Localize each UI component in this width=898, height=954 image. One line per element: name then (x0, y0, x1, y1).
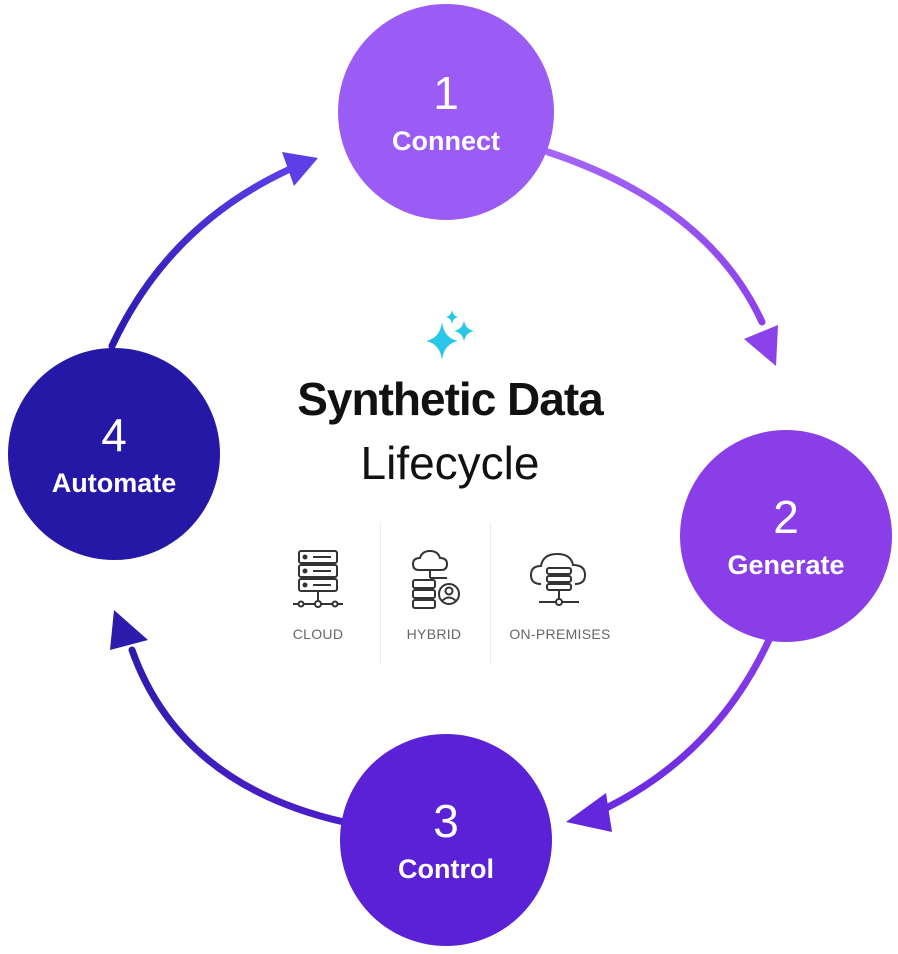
step-label: Automate (51, 467, 177, 498)
step-automate: 4 Automate (8, 348, 220, 560)
step-generate: 2 Generate (680, 430, 892, 642)
arrowhead-automate (110, 610, 148, 650)
sparkle-icon (426, 310, 474, 360)
arrowhead-control (566, 793, 612, 832)
arrow-automate-to-connect (108, 166, 292, 350)
step-connect: 1 Connect (338, 4, 554, 220)
deployment-cloud: CLOUD (272, 548, 364, 642)
server-rack-icon (293, 550, 343, 608)
step-number: 4 (101, 408, 127, 461)
step-control: 3 Control (340, 734, 552, 946)
deployment-label: ON-PREMISES (509, 626, 611, 642)
cloud-server-icon (529, 552, 587, 606)
diagram-subtitle: Lifecycle (360, 437, 540, 489)
deployment-divider (490, 524, 491, 664)
arrow-connect-to-generate (544, 148, 766, 326)
step-label: Generate (727, 549, 845, 580)
deployment-on-premises: ON-PREMISES (494, 548, 626, 642)
arrowhead-generate (744, 325, 778, 366)
cloud-database-user-icon (411, 549, 460, 609)
step-number: 3 (433, 794, 459, 847)
deployment-label: HYBRID (406, 626, 462, 642)
step-number: 1 (433, 66, 459, 119)
deployment-hybrid: HYBRID (388, 548, 480, 642)
step-label: Connect (392, 125, 500, 156)
step-label: Control (398, 853, 494, 884)
arrow-control-to-automate (128, 646, 348, 826)
arrow-generate-to-control (594, 620, 780, 816)
deployment-label: CLOUD (292, 626, 344, 642)
arrowhead-connect (282, 152, 318, 186)
diagram-title: Synthetic Data (297, 373, 604, 425)
deployment-divider (380, 524, 381, 664)
step-number: 2 (773, 490, 799, 543)
